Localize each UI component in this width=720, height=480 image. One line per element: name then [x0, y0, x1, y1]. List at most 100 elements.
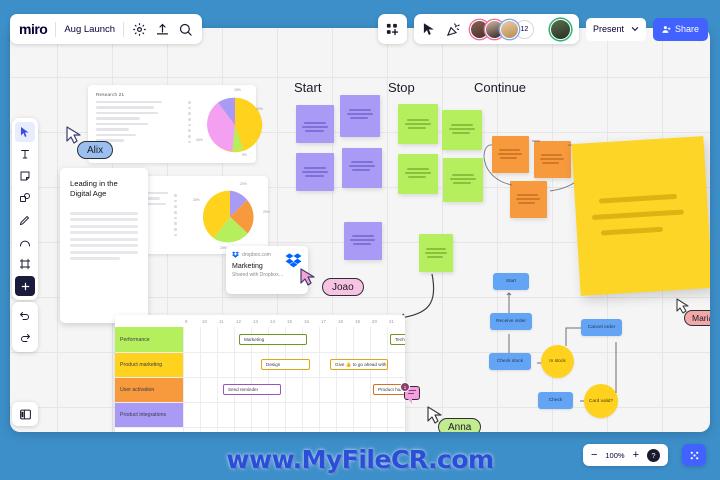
undo-button[interactable] — [15, 306, 35, 326]
gantt-task[interactable]: Marketing — [239, 334, 307, 345]
board-name[interactable]: Aug Launch — [64, 23, 116, 35]
sticky-note[interactable] — [419, 234, 453, 272]
zoom-level[interactable]: 100% — [605, 450, 625, 460]
pen-tool[interactable] — [15, 210, 35, 230]
gear-icon[interactable] — [132, 22, 147, 37]
sticky-note[interactable] — [340, 95, 380, 137]
select-tool[interactable] — [15, 122, 35, 142]
frame-tool[interactable] — [15, 254, 35, 274]
flow-node-receive-order[interactable]: Receive order — [490, 313, 532, 330]
gantt-task[interactable]: Send reminder — [223, 384, 281, 395]
pen-icon — [19, 215, 30, 226]
collaborator-tag-alix: Alix — [77, 141, 114, 159]
collaborator-tag-anna: Anna — [438, 418, 482, 432]
sticky-note[interactable] — [442, 110, 482, 150]
minimap-button[interactable] — [682, 444, 706, 466]
share-label: Share — [674, 24, 699, 34]
cursor-anna-icon — [427, 406, 442, 424]
dropbox-card-header: dropbox.com — [226, 246, 308, 260]
sticky-note[interactable] — [344, 222, 382, 260]
gantt-row[interactable]: User activation — [115, 377, 405, 402]
column-header-start: Start — [294, 80, 322, 95]
cursor-icon — [21, 127, 29, 137]
search-icon[interactable] — [178, 22, 193, 37]
pie-2-label-30: 30% — [193, 198, 200, 202]
present-button[interactable]: Present — [585, 17, 646, 41]
divider — [55, 21, 57, 37]
sticky-note-icon — [20, 171, 30, 181]
gantt-task[interactable]: Give 👍 to go ahead with — [330, 359, 388, 370]
comment-marker[interactable]: 1 — [400, 382, 420, 404]
chevron-down-icon — [631, 27, 639, 32]
sticky-note[interactable] — [398, 154, 438, 194]
shapes-tool[interactable] — [15, 188, 35, 208]
gantt-tick: 17 — [321, 319, 326, 324]
document-card[interactable]: Leading in the Digital Age — [60, 168, 148, 323]
gantt-chart[interactable]: 9 10 11 12 13 14 15 16 17 18 19 20 21 — [115, 315, 405, 432]
redo-icon — [21, 334, 31, 342]
gantt-row-label: User activation — [115, 377, 183, 402]
collaborator-tag-joao: Joao — [322, 278, 364, 296]
gantt-tick: 15 — [287, 319, 292, 324]
person-add-icon — [662, 25, 671, 33]
board-toolbar-group: miro Aug Launch — [10, 14, 203, 44]
present-label: Present — [592, 24, 624, 34]
apps-icon[interactable] — [385, 22, 400, 37]
redo-button[interactable] — [15, 328, 35, 348]
cursor-share-icon[interactable] — [422, 22, 437, 37]
sticky-note[interactable] — [296, 153, 334, 191]
sticky-note[interactable] — [342, 148, 382, 188]
pie-1-label-15: 15% — [234, 88, 241, 92]
zoom-in-button[interactable]: + — [632, 449, 639, 461]
research-card-1[interactable]: Research 21 15% 40% 5% 40% — [88, 85, 263, 163]
avatar-overflow-count[interactable]: 12 — [514, 19, 534, 39]
collaborator-tag-maria: Maria — [684, 310, 710, 326]
sticky-note[interactable] — [510, 181, 547, 218]
gantt-row[interactable]: Performance — [115, 327, 405, 352]
share-button[interactable]: Share — [652, 17, 708, 41]
gantt-row[interactable]: Product integrations — [115, 402, 405, 427]
flow-node-check[interactable]: Check — [538, 392, 573, 409]
current-user-avatar[interactable] — [549, 18, 571, 40]
dropbox-link-card[interactable]: dropbox.com Marketing Shared with Dropbo… — [226, 246, 308, 294]
gantt-tick: 14 — [270, 319, 275, 324]
panel-toggle-button[interactable] — [12, 402, 38, 426]
gantt-task[interactable]: Tech rollout starts — [390, 334, 405, 345]
dropbox-small-icon — [232, 251, 239, 258]
flow-node-start[interactable]: Start — [493, 273, 529, 290]
connector-tool[interactable] — [15, 232, 35, 252]
sticky-note[interactable] — [443, 158, 483, 202]
flow-node-in-stock[interactable]: In stock — [541, 345, 574, 378]
sticky-note[interactable] — [296, 105, 334, 143]
flow-node-cancel-order[interactable]: Cancel order — [581, 319, 622, 336]
upload-icon[interactable] — [155, 22, 170, 37]
sticky-note[interactable] — [492, 136, 529, 173]
column-header-stop: Stop — [388, 80, 415, 95]
sticky-note-tool[interactable] — [15, 166, 35, 186]
pie-2-label-20: 20% — [240, 182, 247, 186]
research-card-2-dots — [174, 194, 177, 237]
celebrate-icon[interactable] — [446, 22, 461, 37]
gantt-row-label: Performance — [115, 327, 183, 352]
gantt-task[interactable]: Product hunt — [373, 384, 405, 395]
dropbox-url: dropbox.com — [242, 251, 271, 258]
help-button[interactable]: ? — [647, 448, 660, 462]
gantt-task[interactable]: Design — [261, 359, 310, 370]
more-apps-tool[interactable] — [15, 276, 35, 296]
sticky-note[interactable] — [398, 104, 438, 144]
zoom-out-button[interactable]: − — [590, 449, 598, 461]
flow-node-check-stock[interactable]: Check stock — [489, 353, 531, 370]
board-canvas[interactable]: Research 21 15% 40% 5% 40% — [10, 28, 710, 432]
flow-node-card-valid[interactable]: Card valid? — [584, 384, 618, 418]
sticky-note[interactable] — [534, 141, 571, 178]
collaborator-avatars[interactable]: 12 — [469, 19, 534, 39]
avatar[interactable] — [499, 19, 519, 39]
cursor-joao-icon — [300, 268, 315, 286]
history-rail — [12, 302, 38, 352]
watermark: www.MyFileCR.com — [226, 445, 494, 474]
frame-icon — [20, 259, 30, 269]
gantt-row[interactable]: Product marketing — [115, 352, 405, 377]
miro-logo[interactable]: miro — [19, 21, 48, 37]
text-tool[interactable] — [15, 144, 35, 164]
